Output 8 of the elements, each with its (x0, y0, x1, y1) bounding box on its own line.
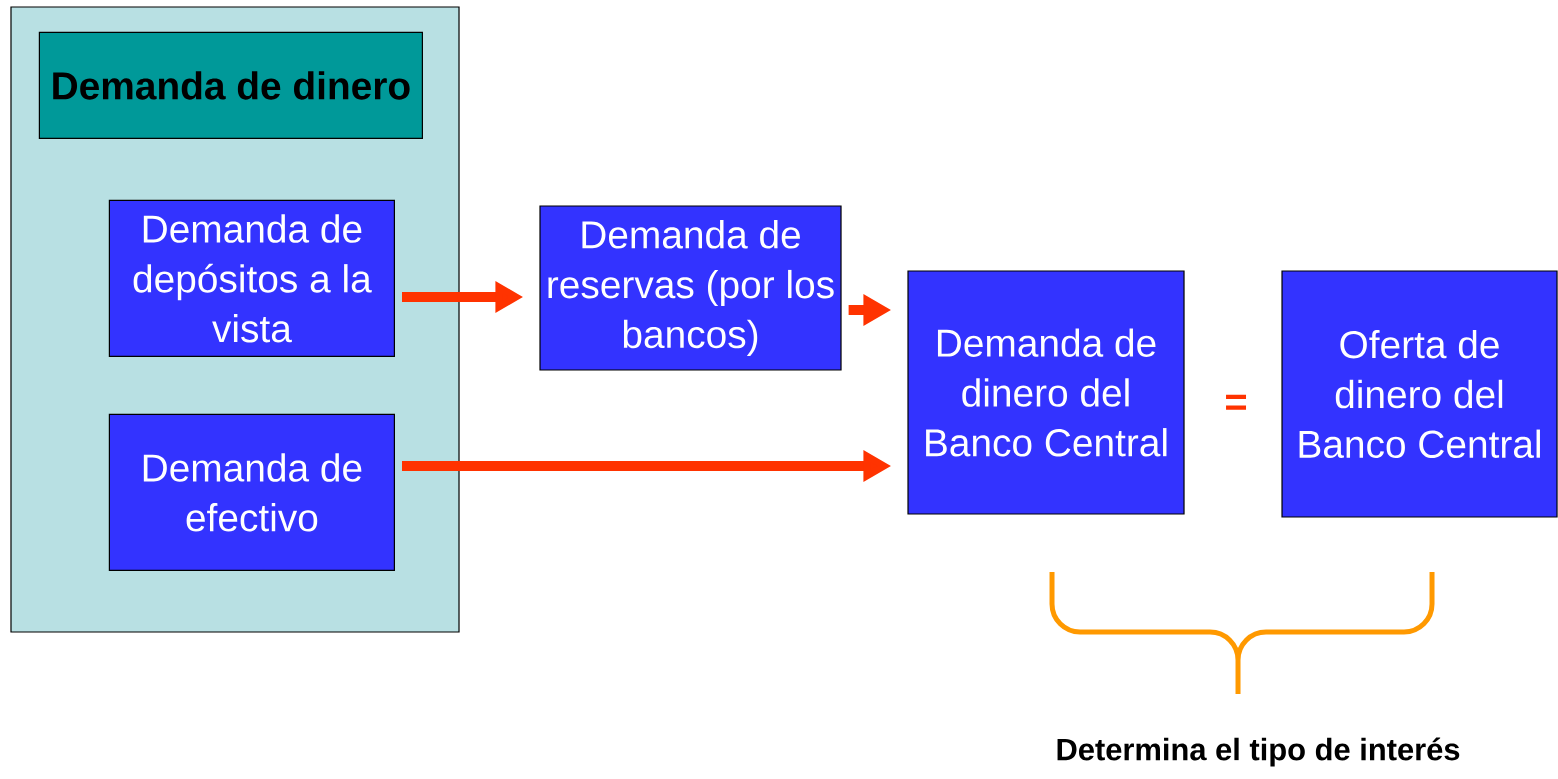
process-box: Demanda de dinero del Banco Central (907, 270, 1185, 515)
header-box: Demanda de dinero (38, 31, 423, 139)
process-box: Demanda de efectivo (108, 413, 395, 571)
process-box: Demanda de depósitos a la vista (108, 199, 395, 357)
caption-text: Determina el tipo de interés (1057, 737, 1460, 767)
process-box: Demanda de reservas (por los bancos) (539, 205, 842, 371)
equals-sign: = (1226, 394, 1246, 410)
process-box: Oferta de dinero del Banco Central (1281, 270, 1558, 518)
